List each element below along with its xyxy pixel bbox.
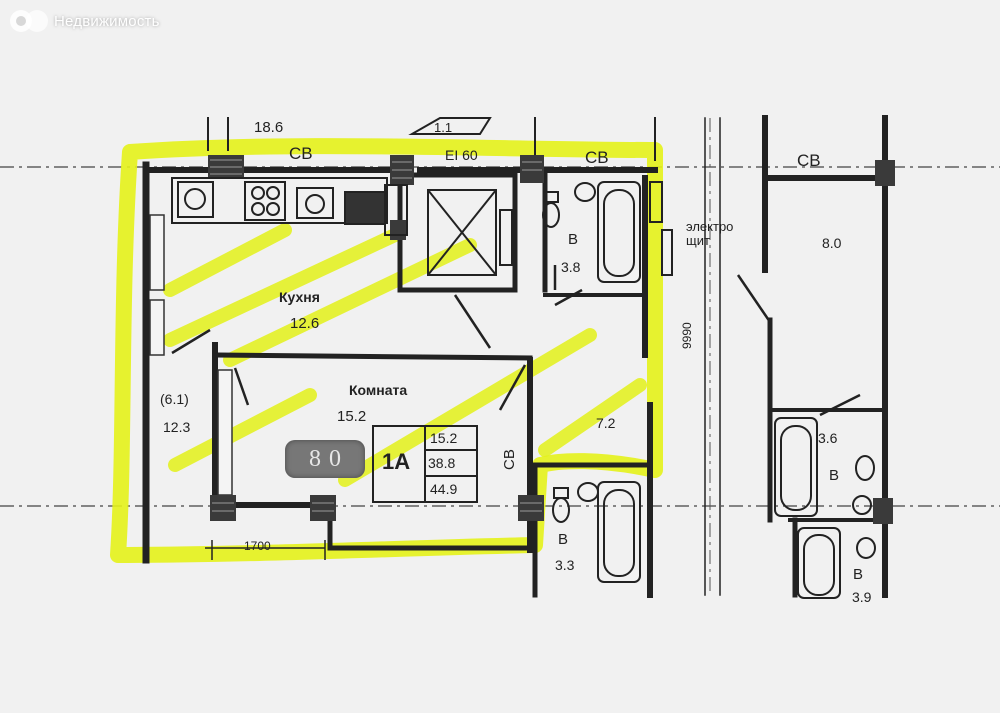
right-bathroom-fixtures <box>774 417 876 599</box>
room-name: Комната <box>349 382 408 398</box>
door-swings <box>171 265 861 417</box>
badge-right-digit: 0 <box>329 445 341 472</box>
elevator-shaft <box>427 189 513 276</box>
apartment-summary-box: 1А 15.2 38.8 44.9 <box>372 425 478 503</box>
apartment-living-area: 15.2 <box>430 430 458 446</box>
kitchen-name: Кухня <box>279 289 320 305</box>
electrical-panel-label-1: электро <box>686 219 734 234</box>
bathroom-2-area: 3.3 <box>555 557 575 573</box>
badge-left-digit: 8 <box>309 445 321 472</box>
balcony-area: 12.3 <box>163 419 191 435</box>
kitchen-fixtures <box>171 177 408 236</box>
balcony-coefficient: (6.1) <box>160 391 189 407</box>
right-bathroom-2-letter: В <box>853 566 864 583</box>
right-bathroom-2-area: 3.9 <box>852 590 871 604</box>
plate-outline <box>408 117 492 135</box>
watermark-text: Недвижимость <box>54 12 160 30</box>
column-hatch <box>210 159 542 512</box>
room-area: 15.2 <box>337 408 367 425</box>
kitchen-area: 12.6 <box>290 315 320 332</box>
dimension-1700 <box>205 540 326 560</box>
cb-label-vertical: СВ <box>501 449 518 470</box>
realestate-watermark: Недвижимость <box>10 8 160 34</box>
top-dimension-label: 18.6 <box>254 119 284 136</box>
bottom-dimension-label: 1700 <box>244 539 271 553</box>
summary-line-2 <box>426 475 476 477</box>
right-bathroom-area: 3.6 <box>818 430 838 446</box>
electrical-panel-label-2: щит <box>686 233 710 248</box>
bathroom-1-letter: В <box>568 231 579 248</box>
apartment-code: 1А <box>382 449 411 474</box>
apartment-area-no-balcony: 38.8 <box>428 455 456 471</box>
right-room-area: 8.0 <box>822 235 842 251</box>
brand-logo-second-icon <box>26 10 48 32</box>
windows <box>149 214 233 496</box>
right-bathroom-letter: В <box>829 467 840 484</box>
bathroom-1-fixtures <box>542 181 673 283</box>
bathroom-1-area: 3.8 <box>561 259 581 275</box>
cb-label-top-left: СВ <box>289 144 313 163</box>
apartment-total-area: 44.9 <box>430 481 458 497</box>
bathroom-2-letter: В <box>558 531 569 548</box>
fire-rating-label: EI 60 <box>445 147 478 163</box>
bathroom-2-fixtures <box>552 481 641 583</box>
overlay-badge: 8 0 <box>285 440 365 478</box>
summary-divider <box>424 427 426 501</box>
hall-area: 7.2 <box>596 415 616 431</box>
plate-label: 1.1 <box>434 120 453 135</box>
cb-label-top-mid: СВ <box>585 148 609 167</box>
brand-logo-icon <box>10 10 32 32</box>
cb-label-top-right: СВ <box>797 151 821 170</box>
highlight-strokes <box>163 223 647 487</box>
summary-line-1 <box>426 449 476 451</box>
vertical-dimension: 9990 <box>680 322 694 349</box>
